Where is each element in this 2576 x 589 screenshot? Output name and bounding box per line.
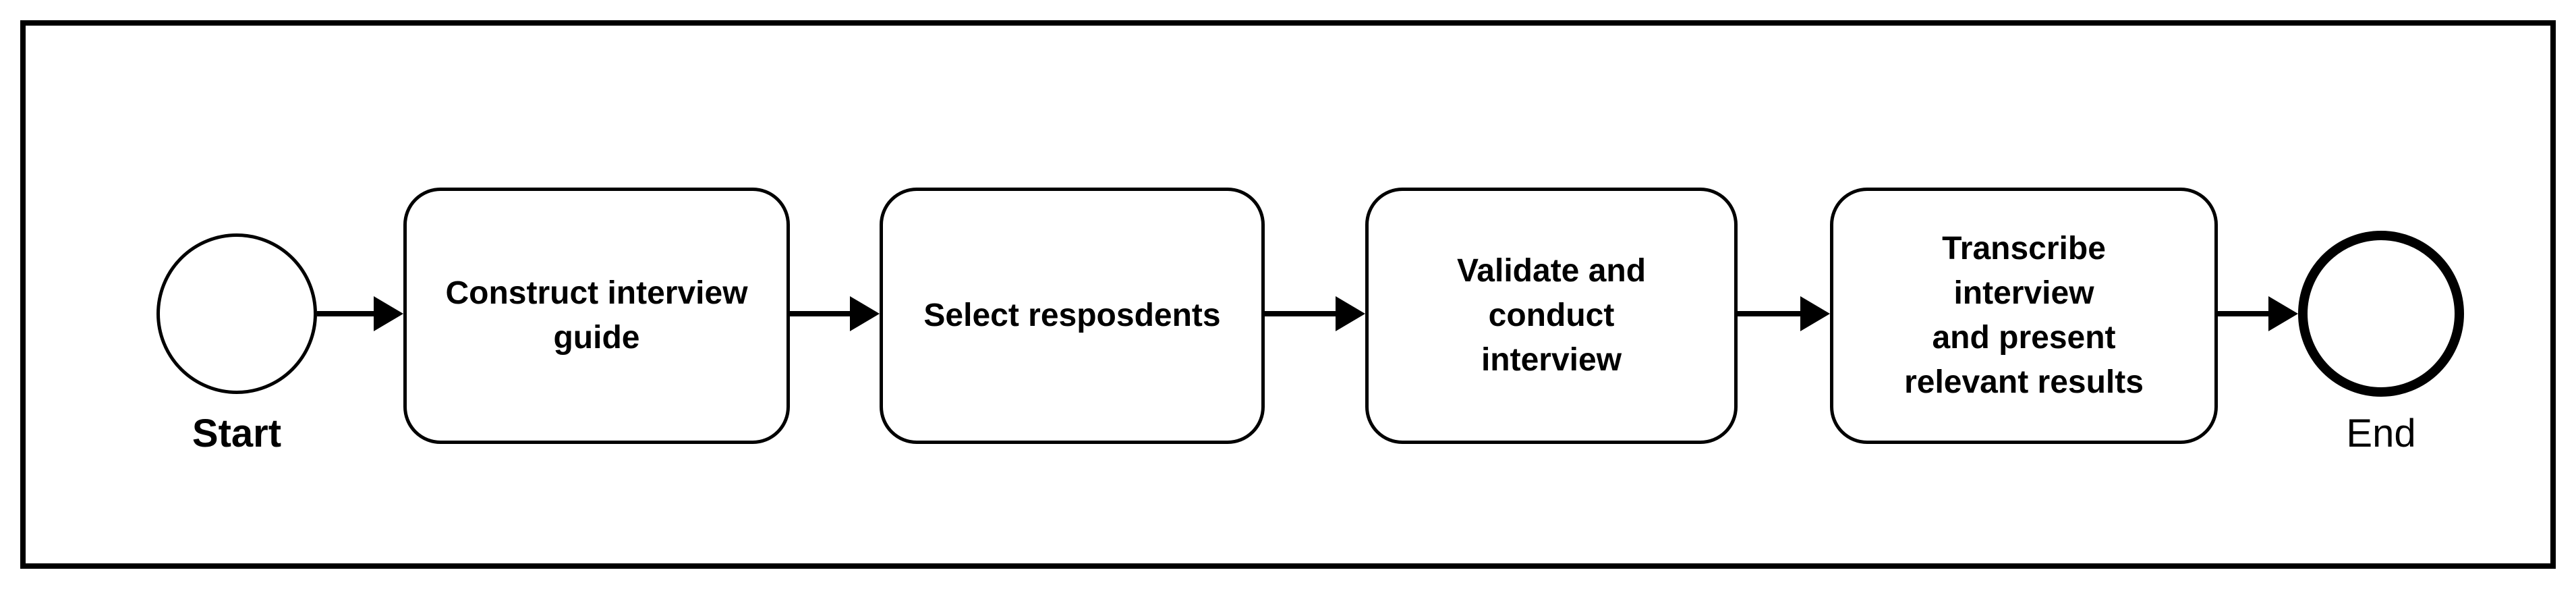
arrowhead-icon — [374, 296, 403, 331]
end-event-label: End — [2346, 412, 2416, 455]
arrowhead-icon — [1800, 296, 1830, 331]
arrow-line — [317, 311, 376, 316]
arrowhead-icon — [850, 296, 880, 331]
flow-arrow-task2-to-task3 — [1265, 296, 1365, 331]
task-box-select-respondents: Select resposdents — [880, 188, 1265, 444]
arrowhead-icon — [1336, 296, 1365, 331]
flow-arrow-start-to-task1 — [317, 296, 403, 331]
task-box-construct-interview-guide: Construct interview guide — [403, 188, 790, 444]
arrow-line — [2218, 311, 2271, 316]
task-label: Select resposdents — [923, 298, 1221, 333]
start-event-label: Start — [192, 412, 282, 455]
start-event-circle — [156, 233, 317, 394]
arrowhead-icon — [2268, 296, 2298, 331]
flow-arrow-task4-to-end — [2218, 296, 2298, 331]
task-box-validate-and-conduct-interview: Validate and conduct interview — [1365, 188, 1738, 444]
task-label: Transcribe interview and present relevan… — [1904, 231, 2144, 400]
task-box-transcribe-and-present-results: Transcribe interview and present relevan… — [1830, 188, 2218, 444]
arrow-line — [1265, 311, 1338, 316]
end-event-circle — [2298, 231, 2464, 397]
task-label: Validate and conduct interview — [1456, 253, 1647, 378]
flow-arrow-task3-to-task4 — [1738, 296, 1830, 331]
task-label: Construct interview guide — [445, 275, 748, 356]
arrow-line — [1738, 311, 1803, 316]
arrow-line — [790, 311, 853, 316]
flow-arrow-task1-to-task2 — [790, 296, 880, 331]
